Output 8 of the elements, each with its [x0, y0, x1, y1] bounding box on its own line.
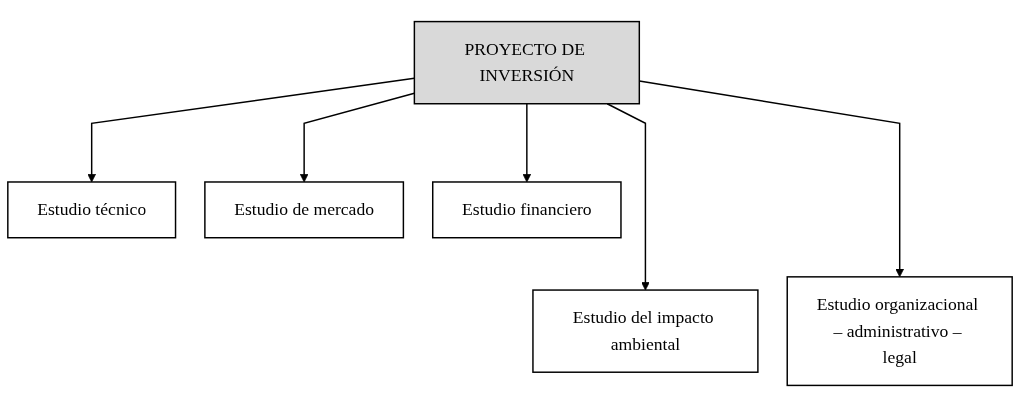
node-box: Estudio de mercado [204, 181, 405, 239]
arrow [606, 103, 650, 291]
node-box: Estudio financiero [432, 181, 622, 239]
node-box: Estudio técnico [7, 181, 177, 239]
node-box: Estudio del impacto ambiental [532, 289, 759, 373]
arrow [522, 103, 532, 183]
node-box: PROYECTO DE INVERSIÓN [413, 20, 641, 105]
node-box: Estudio organizacional – administrativo – legal [786, 276, 1013, 387]
